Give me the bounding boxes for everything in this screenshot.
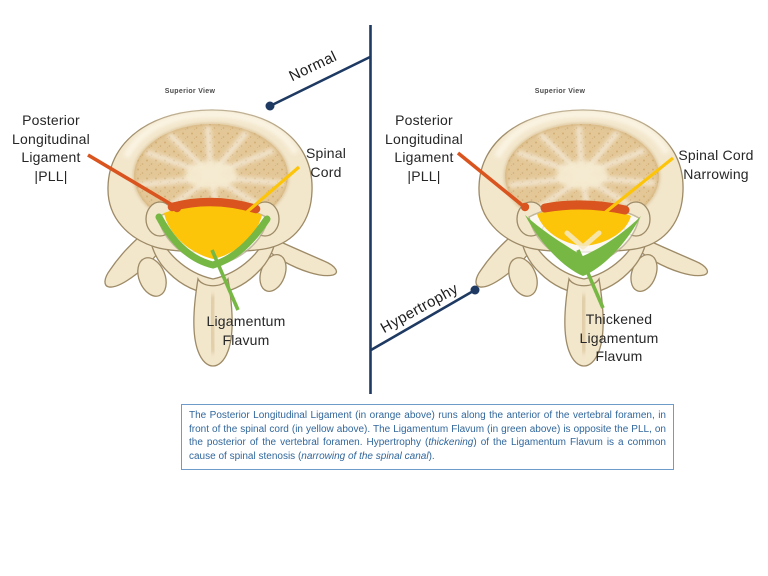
right-cord-label: Spinal Cord Narrowing — [678, 147, 754, 182]
hypertrophy-state-label: Hypertrophy — [377, 280, 462, 337]
right-view-caption: Superior View — [534, 88, 586, 95]
left-view-caption: Superior View — [164, 88, 216, 95]
left-pll-label: Posterior Longitudinal Ligament |PLL| — [12, 112, 90, 184]
normal-anatomy-colors — [155, 197, 271, 269]
pll-shape — [540, 200, 630, 215]
body-highlight — [122, 110, 300, 159]
right-flavum-label: Thickened Ligamentum Flavum — [579, 311, 659, 364]
compressed-cord-highlight — [564, 230, 602, 250]
left-articular-process — [508, 257, 538, 297]
explanation-note-box: The Posterior Longitudinal Ligament (in … — [181, 404, 674, 470]
left-articular-process — [137, 257, 167, 297]
left-cord-label: Spinal Cord — [305, 145, 347, 180]
right-pll-label: Posterior Longitudinal Ligament |PLL| — [385, 112, 463, 184]
normal-state-label: Normal — [286, 47, 340, 86]
left-flavum-label: Ligamentum Flavum — [206, 313, 286, 348]
body-highlight — [493, 110, 671, 159]
posterior-arch — [149, 221, 277, 295]
